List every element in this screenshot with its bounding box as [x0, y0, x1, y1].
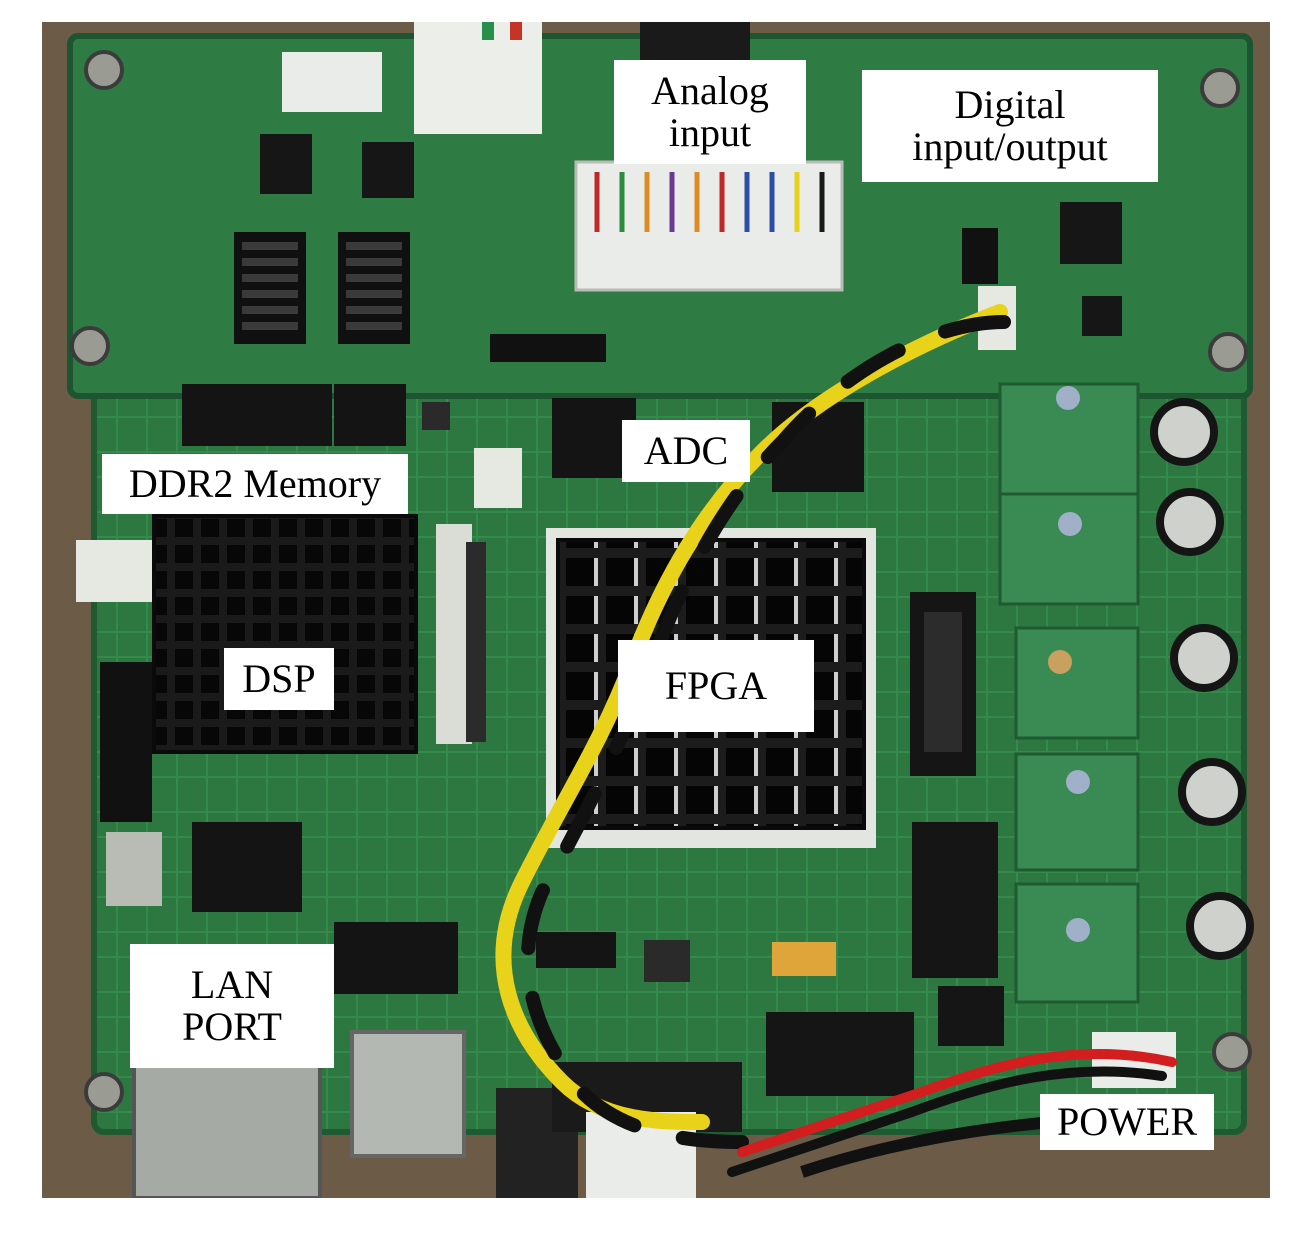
ddr2-memory-label: DDR2 Memory: [102, 454, 408, 514]
lan-jack: [132, 1060, 322, 1198]
lan-port-label-line1: LAN: [190, 962, 274, 1007]
dsp-label: DSP: [224, 648, 334, 710]
capacitors: [1150, 398, 1254, 960]
analog-connector: [574, 160, 844, 292]
analog-input-label-line1: Analog: [651, 68, 769, 113]
power-label: POWER: [1040, 1094, 1214, 1150]
power-modules: [998, 382, 1140, 1004]
power-wire-black: [727, 1066, 1167, 1177]
digital-io-label-line1: Digital: [954, 82, 1066, 127]
pcb-photo: [42, 22, 1270, 1198]
fpga-label: FPGA: [618, 640, 814, 732]
twisted-wire-black: [520, 315, 1011, 1149]
digital-io-label-line2: input/output: [912, 124, 1108, 169]
lan-port-label-line2: PORT: [182, 1004, 282, 1049]
digital-io-label: Digital input/output: [862, 70, 1158, 182]
dsp-heatsink: [152, 514, 418, 754]
analog-input-label-line2: input: [668, 110, 752, 155]
standoffs: [70, 50, 1252, 1112]
pcb-illustration: [42, 22, 1270, 1198]
lan-port-label: LAN PORT: [130, 944, 334, 1068]
power-wire-red: [737, 1048, 1177, 1157]
adc-label: ADC: [622, 420, 750, 482]
analog-input-label: Analog input: [614, 60, 806, 164]
